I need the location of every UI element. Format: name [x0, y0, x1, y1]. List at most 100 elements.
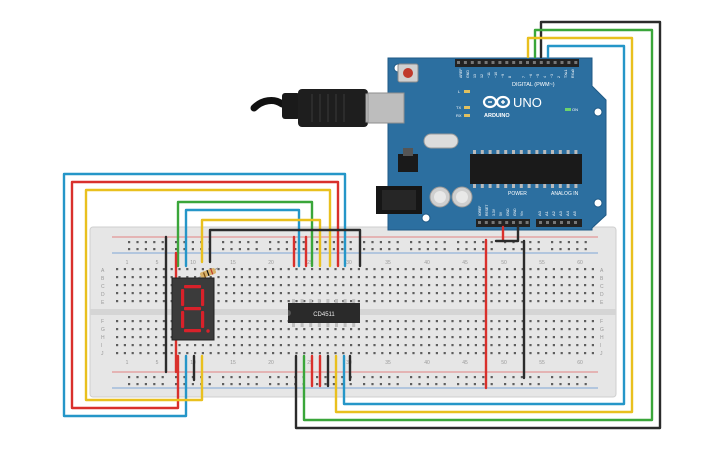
col-num: 50	[501, 360, 507, 366]
svg-text:~5: ~5	[536, 74, 540, 78]
row-letter: A	[101, 268, 105, 274]
svg-text:RX◂0: RX◂0	[571, 69, 575, 78]
svg-text:~6: ~6	[529, 74, 533, 78]
col-num: 55	[539, 260, 545, 266]
row-letter: F	[600, 319, 603, 325]
row-letter: E	[101, 300, 105, 306]
row-letter: G	[600, 327, 604, 333]
row-letter: I	[600, 343, 601, 349]
row-letter: I	[101, 343, 102, 349]
svg-text:A5: A5	[572, 210, 577, 216]
col-num: 1	[126, 360, 129, 366]
row-letter: A	[600, 268, 604, 274]
brand-label: ARDUINO	[484, 113, 510, 119]
svg-text:~10: ~10	[494, 72, 498, 78]
svg-text:A3: A3	[558, 210, 563, 216]
wire-gnd-to-rail[interactable]	[494, 225, 520, 243]
wire-blue-display[interactable]	[62, 172, 347, 418]
svg-text:12: 12	[480, 74, 484, 78]
col-num: 5	[156, 260, 159, 266]
col-num: 40	[424, 260, 430, 266]
digital-header[interactable]	[455, 59, 579, 67]
arduino-logo-icon	[482, 95, 511, 109]
analog-label: ANALOG IN	[551, 191, 579, 197]
seven-segment-display[interactable]: 8	[0, 0, 215, 341]
col-num: 20	[268, 260, 274, 266]
col-num: 35	[385, 360, 391, 366]
row-letter: J	[600, 351, 603, 357]
svg-text:IOREF: IOREF	[478, 206, 482, 216]
svg-text:~11: ~11	[487, 72, 491, 78]
svg-text:GND: GND	[466, 70, 470, 78]
svg-text:GND: GND	[513, 208, 517, 216]
status-leds: L TX RX	[456, 89, 470, 118]
svg-text:4: 4	[543, 76, 547, 78]
svg-text:3.3V: 3.3V	[492, 208, 496, 216]
digital-header-label: DIGITAL (PWM~)	[512, 82, 555, 88]
analog-header[interactable]	[536, 219, 582, 227]
col-num: 15	[230, 360, 236, 366]
segment-digit-8	[181, 285, 210, 333]
wire-blue-d4[interactable]	[342, 44, 626, 406]
svg-text:~3: ~3	[550, 74, 554, 78]
breadboard-row-letters: A B C D E F G H I J A B C D E F G H I J	[101, 268, 604, 357]
row-letter: C	[600, 284, 604, 290]
row-letter: B	[600, 276, 604, 282]
resistor[interactable]	[197, 267, 219, 279]
svg-text:TX: TX	[456, 105, 461, 110]
col-num: 45	[462, 260, 468, 266]
model-label: UNO	[513, 95, 542, 110]
analog-pin-labels: A0 A1 A2 A3 A4 A5	[537, 210, 577, 216]
svg-text:2: 2	[557, 76, 561, 78]
svg-text:RX: RX	[456, 113, 462, 118]
col-num: 25	[307, 260, 313, 266]
svg-text:~9: ~9	[501, 74, 505, 78]
wire-black-long[interactable]	[294, 20, 662, 430]
mount-hole	[421, 213, 431, 223]
mount-hole	[593, 107, 603, 117]
row-letter: J	[101, 351, 104, 357]
wire-black-top[interactable]	[208, 228, 362, 268]
power-label: POWER	[508, 191, 527, 197]
power-header[interactable]	[476, 219, 530, 227]
row-letter: D	[101, 292, 105, 298]
arduino-uno-board[interactable]: AREF GND 13 12 ~11 ~10 ~9 8 7 ~6 ~5 4 ~3…	[367, 57, 607, 231]
row-letter: B	[101, 276, 105, 282]
col-num: 25	[307, 360, 313, 366]
col-num: 5	[156, 360, 159, 366]
mount-hole	[593, 198, 603, 208]
wires	[62, 20, 662, 430]
cd4511-chip[interactable]: CD4511	[288, 299, 360, 327]
row-letter: F	[101, 319, 104, 325]
wire-green-d6[interactable]	[302, 28, 654, 422]
wire-green-top[interactable]	[176, 200, 314, 268]
svg-text:7: 7	[522, 76, 526, 78]
breadboard-column-numbers: 1 5 10 15 20 25 30 35 40 45 50 55 60 1 5…	[126, 260, 583, 366]
svg-text:A4: A4	[565, 210, 570, 216]
voltage-regulator	[398, 154, 418, 172]
row-letter: H	[101, 335, 105, 341]
row-letter: C	[101, 284, 105, 290]
wire-blue-top[interactable]	[184, 208, 301, 268]
svg-text:8: 8	[508, 76, 512, 78]
reset-button-cap	[403, 68, 413, 78]
col-num: 60	[577, 360, 583, 366]
wire-yellow-top[interactable]	[200, 218, 322, 268]
svg-text:A1: A1	[544, 210, 549, 216]
svg-text:TX▸1: TX▸1	[564, 70, 568, 78]
on-label: ON	[572, 107, 578, 112]
svg-text:RESET: RESET	[485, 205, 489, 216]
crystal	[423, 133, 459, 149]
col-num: 10	[190, 260, 196, 266]
atmega-chip	[470, 154, 582, 184]
col-num: 60	[577, 260, 583, 266]
row-letter: G	[101, 327, 105, 333]
col-num: 30	[346, 260, 352, 266]
svg-text:GND: GND	[506, 208, 510, 216]
col-num: 40	[424, 360, 430, 366]
row-letter: E	[600, 300, 604, 306]
wire-yellow-d7[interactable]	[334, 36, 634, 414]
wire-yellow-display[interactable]	[84, 188, 332, 402]
svg-text:Vin: Vin	[520, 211, 524, 216]
col-num: 20	[268, 360, 274, 366]
